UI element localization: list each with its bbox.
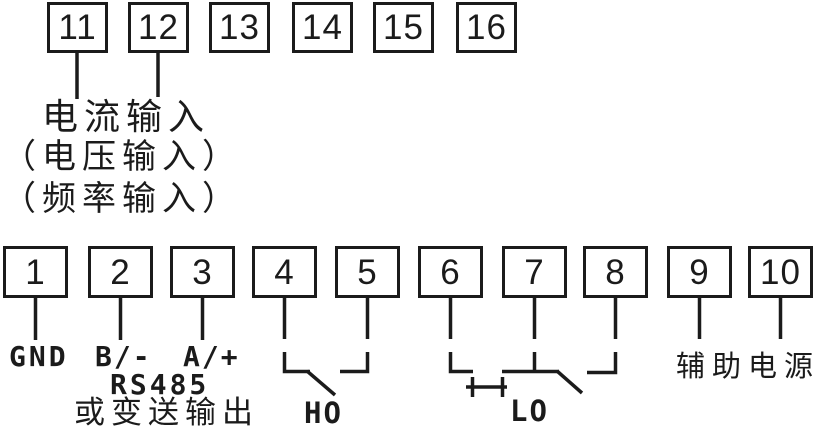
- terminal-box-12: 12: [128, 2, 189, 53]
- label-transmit-output: 或变送输出: [74, 395, 259, 430]
- terminal-box-8: 8: [583, 246, 648, 298]
- terminal-box-4: 4: [252, 246, 317, 298]
- terminal-box-7: 7: [502, 246, 567, 298]
- terminal-box-9: 9: [667, 246, 732, 298]
- terminal-box-2: 2: [88, 246, 153, 298]
- terminal-box-5: 5: [335, 246, 400, 298]
- label-relay-lo: LO: [510, 394, 549, 428]
- label-relay-ho: HO: [304, 396, 343, 430]
- label-voltage-input: （电压输入）: [2, 137, 242, 177]
- terminal-box-15: 15: [373, 2, 434, 53]
- lo-no-right-lead: [587, 352, 618, 375]
- terminal-box-10: 10: [748, 246, 813, 298]
- label-rs485-a-plus: A/+: [183, 340, 240, 373]
- terminal-box-13: 13: [209, 2, 270, 53]
- terminal-box-6: 6: [418, 246, 483, 298]
- ho-contact-left-lead: [282, 352, 310, 374]
- terminal-box-16: 16: [456, 2, 517, 53]
- label-rs485-b-minus: B/-: [95, 340, 152, 373]
- terminal-box-1: 1: [3, 246, 68, 298]
- terminal-box-3: 3: [170, 246, 235, 298]
- terminal-box-14: 14: [292, 2, 353, 53]
- terminal-box-11: 11: [47, 2, 108, 53]
- label-aux-power: 辅助电源: [676, 349, 820, 383]
- lo-no-blade: [555, 369, 584, 395]
- label-gnd: GND: [9, 340, 69, 373]
- ho-contact-blade: [305, 369, 337, 397]
- label-rs485: RS485: [110, 368, 210, 401]
- lo-nc-left-lead: [448, 352, 473, 374]
- label-frequency-input: （频率输入）: [2, 179, 242, 219]
- label-current-input: 电流输入: [42, 97, 211, 138]
- ho-contact-right-lead: [340, 352, 370, 374]
